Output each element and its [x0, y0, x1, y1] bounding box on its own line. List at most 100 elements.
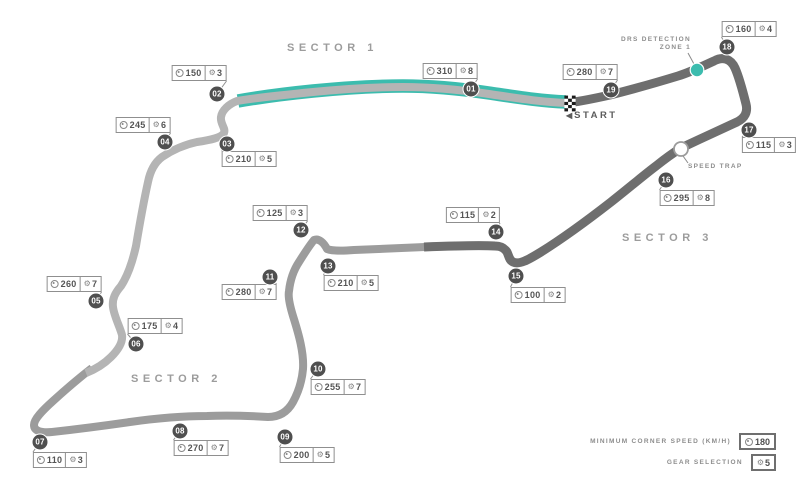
- gear-icon: ⚙: [347, 382, 356, 391]
- gear-icon: ⚙: [152, 120, 161, 129]
- corner-speed-value: 175: [141, 321, 158, 331]
- corner-speed-value: 310: [436, 66, 453, 76]
- legend-gear-value: 5: [764, 457, 770, 468]
- corner-number-badge: 19: [602, 81, 620, 99]
- start-arrow-icon: ◀: [566, 111, 573, 120]
- gear-icon: ⚙: [360, 278, 369, 287]
- drs-leader-line: [687, 52, 695, 65]
- speedometer-icon: [745, 141, 754, 149]
- corner-speed-value: 295: [673, 193, 690, 203]
- corner-speed-value: 245: [129, 120, 146, 130]
- speedometer-icon: [50, 280, 59, 288]
- corner-speed-cell: 115: [743, 138, 774, 152]
- corner-speed-cell: 115: [447, 208, 478, 222]
- corner-gear-value: 7: [608, 67, 614, 77]
- corner-speed-cell: 210: [223, 152, 255, 166]
- gear-icon: ⚙: [459, 66, 468, 75]
- corner-speed-cell: 310: [424, 64, 456, 78]
- start-line-label: ◀ START: [566, 110, 618, 121]
- corner-speed-value: 210: [235, 154, 252, 164]
- legend-row-gear: GEAR SELECTION ⚙5: [667, 454, 776, 471]
- corner-speed-cell: 260: [48, 277, 80, 291]
- corner-speed-value: 210: [337, 278, 354, 288]
- corner-number-badge: 18: [718, 38, 736, 56]
- corner-number-badge: 11: [261, 268, 279, 286]
- corner-number-badge: 08: [171, 422, 189, 440]
- corner-gear-cell: ⚙4: [754, 22, 776, 36]
- corner-gear-value: 3: [77, 455, 84, 465]
- speedometer-icon: [426, 67, 435, 75]
- corner-speed-cell: 280: [564, 65, 596, 79]
- gear-icon: ⚙: [208, 68, 217, 77]
- corner-gear-cell: ⚙2: [543, 288, 565, 302]
- speed-trap-marker: [673, 141, 689, 157]
- corner-gear-value: 3: [298, 208, 304, 218]
- corner-number-badge: 06: [127, 335, 145, 353]
- corner-gear-value: 7: [267, 287, 273, 297]
- drs-detection-marker: [689, 62, 705, 78]
- speedometer-icon: [663, 194, 672, 202]
- corner-speed-value: 115: [755, 140, 772, 150]
- corner-gear-value: 4: [767, 24, 773, 34]
- corner-gear-cell: ⚙5: [356, 276, 378, 290]
- corner-gear-cell: ⚙6: [148, 118, 170, 132]
- corner-gear-cell: ⚙5: [312, 448, 334, 462]
- speedometer-icon: [131, 322, 140, 330]
- gear-icon: ⚙: [599, 67, 608, 76]
- corner-gear-cell: ⚙8: [455, 64, 477, 78]
- corner-speed-cell: 175: [129, 319, 161, 333]
- corner-speed-cell: 110: [34, 453, 65, 467]
- track-sector1-path: [84, 83, 568, 377]
- corner-label-box: 150 ⚙3: [171, 65, 227, 81]
- speedometer-icon: [514, 291, 523, 299]
- legend-speed-label: MINIMUM CORNER SPEED (KM/H): [590, 437, 731, 445]
- speedometer-icon: [36, 456, 45, 464]
- corner-number-badge: 07: [31, 433, 49, 451]
- gear-icon: ⚙: [210, 443, 219, 452]
- gear-icon: ⚙: [482, 210, 490, 219]
- corner-gear-cell: ⚙7: [79, 277, 101, 291]
- speedometer-icon: [283, 451, 292, 459]
- sector-3-label: SECTOR 3: [622, 232, 713, 244]
- corner-number-badge: 15: [507, 267, 525, 285]
- corner-label-box: 110 ⚙3: [32, 452, 88, 468]
- corner-gear-cell: ⚙5: [254, 152, 276, 166]
- corner-label-box: 210 ⚙5: [221, 151, 277, 167]
- gear-icon: ⚙: [696, 193, 705, 202]
- corner-label-box: 280 ⚙7: [562, 64, 618, 80]
- corner-speed-cell: 255: [312, 380, 344, 394]
- corner-label-box: 115 ⚙2: [445, 207, 501, 223]
- corner-speed-cell: 100: [512, 288, 544, 302]
- corner-gear-value: 3: [217, 68, 223, 78]
- drs-detection-line2: ZONE 1: [659, 44, 691, 51]
- corner-gear-cell: ⚙3: [204, 66, 226, 80]
- corner-gear-value: 2: [490, 210, 497, 220]
- corner-gear-value: 3: [786, 140, 793, 150]
- corner-label-box: 160 ⚙4: [721, 21, 777, 37]
- corner-gear-cell: ⚙3: [65, 453, 86, 467]
- corner-number-badge: 12: [292, 221, 310, 239]
- start-finish-flag-icon: [564, 95, 576, 112]
- gear-icon: ⚙: [164, 321, 173, 330]
- gear-icon: ⚙: [778, 140, 786, 149]
- corner-gear-value: 7: [356, 382, 362, 392]
- corner-number-badge: 13: [319, 257, 337, 275]
- corner-gear-value: 5: [267, 154, 273, 164]
- track-sector2-path: [30, 235, 426, 437]
- corner-number-badge: 03: [218, 135, 236, 153]
- corner-number-badge: 05: [87, 292, 105, 310]
- corner-speed-cell: 245: [117, 118, 149, 132]
- gear-icon: ⚙: [69, 455, 77, 464]
- corner-speed-cell: 160: [723, 22, 755, 36]
- legend-gear-label: GEAR SELECTION: [666, 458, 743, 466]
- corner-gear-value: 5: [369, 278, 375, 288]
- corner-gear-value: 7: [92, 279, 98, 289]
- corner-speed-cell: 125: [254, 206, 286, 220]
- gear-icon: ⚙: [547, 290, 556, 299]
- speedometer-icon: [566, 68, 575, 76]
- legend-gear-box: ⚙5: [750, 454, 776, 471]
- corner-number-badge: 17: [740, 121, 758, 139]
- drs-detection-line1: DRS DETECTION: [621, 36, 691, 43]
- corner-label-box: 175 ⚙4: [127, 318, 183, 334]
